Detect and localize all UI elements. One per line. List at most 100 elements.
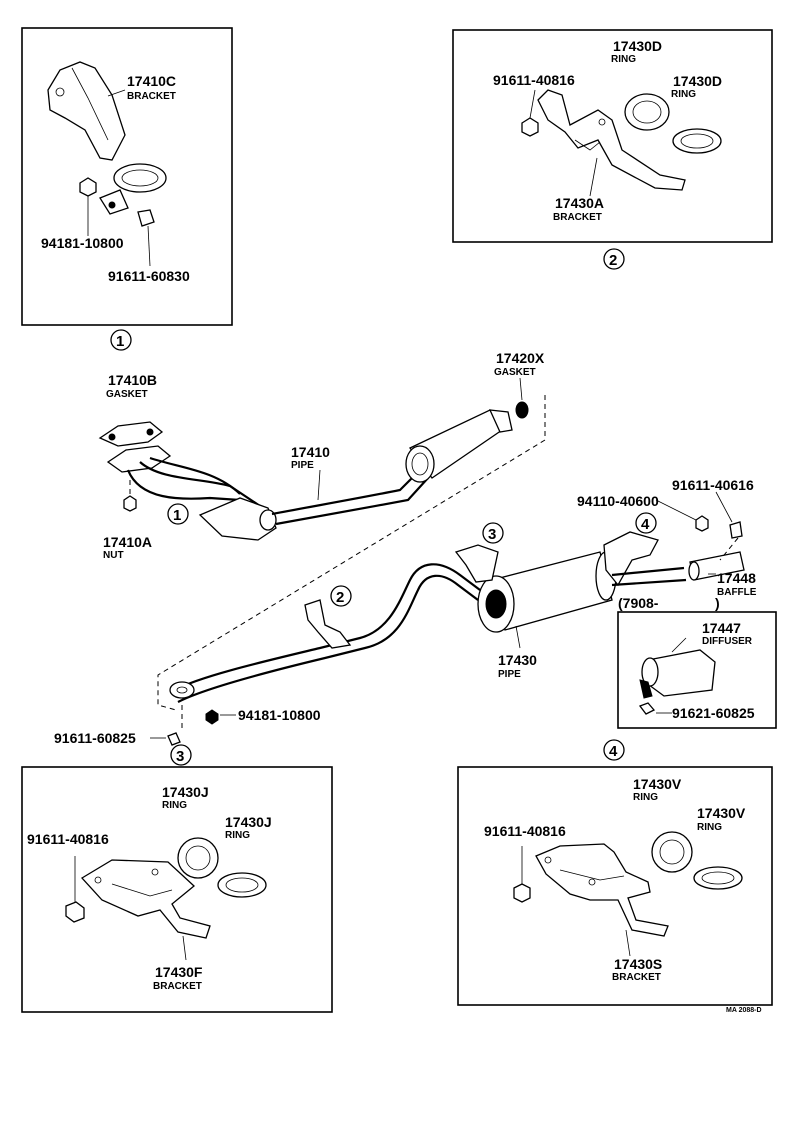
label-baffle: BAFFLE xyxy=(717,587,757,598)
svg-text:4: 4 xyxy=(609,743,618,760)
bolt-91611-40816-p3-shape xyxy=(65,901,85,923)
label-bracket-p4: BRACKET xyxy=(612,972,661,983)
connection-dashed-line xyxy=(157,395,546,711)
label-17410b: 17410B xyxy=(108,372,157,388)
label-17410: 17410 xyxy=(291,444,330,460)
ring-17430v-b-shape xyxy=(693,866,743,890)
bracket-17430a-shape xyxy=(537,89,686,191)
svg-text:4: 4 xyxy=(641,516,650,533)
label-ring-p4-2: RING xyxy=(697,822,722,833)
rear-pipe-flange-shape xyxy=(169,681,195,699)
gasket-17410b-shape xyxy=(98,421,164,447)
detail-panel-3: 91611-40816 17430J RING 17430J RING 1743… xyxy=(21,766,333,1013)
label-91611-40816-p4: 91611-40816 xyxy=(484,823,566,839)
nut-94110-shape xyxy=(695,515,709,532)
label-gasket-17410b: GASKET xyxy=(106,389,148,400)
label-diffuser: DIFFUSER xyxy=(702,636,753,647)
callout-2-main: 2 xyxy=(330,585,352,607)
label-17430v-2: 17430V xyxy=(697,805,746,821)
label-17430s: 17430S xyxy=(614,956,662,972)
panel-4-frame xyxy=(457,766,773,1006)
label-ring-2: RING xyxy=(671,89,696,100)
label-17430j-1: 17430J xyxy=(162,784,209,800)
label-17420x: 17420X xyxy=(496,350,545,366)
nut-94181-shape xyxy=(79,177,97,197)
bolt-91611-shape xyxy=(137,209,155,227)
label-17430a: 17430A xyxy=(555,195,604,211)
label-91611-40616: 91611-40616 xyxy=(672,477,754,493)
label-17430: 17430 xyxy=(498,652,537,668)
label-pipe-17430: PIPE xyxy=(498,669,521,680)
nut-17410a-shape xyxy=(123,495,137,512)
callout-1-main: 1 xyxy=(167,503,189,525)
footer-code: MA 2088-D xyxy=(726,1007,762,1014)
inset-diffuser: 17447 DIFFUSER 91621-60825 xyxy=(617,611,777,729)
panel-2-frame xyxy=(452,29,773,243)
bolt-91611-40816-p4-shape xyxy=(513,883,531,903)
label-91611-40816-p3: 91611-40816 xyxy=(27,831,109,847)
label-17410a: 17410A xyxy=(103,534,152,550)
svg-text:2: 2 xyxy=(336,589,344,606)
center-muffler-end xyxy=(405,445,435,483)
panel-3-frame xyxy=(21,766,333,1013)
label-17447: 17447 xyxy=(702,620,741,636)
label-pipe-17410: PIPE xyxy=(291,460,314,471)
bolt-91621-shape xyxy=(638,702,656,715)
callout-3-main: 3 xyxy=(482,522,504,544)
svg-text:3: 3 xyxy=(176,748,184,765)
label-gasket-17420x: GASKET xyxy=(494,367,536,378)
label-17448: 17448 xyxy=(717,570,756,586)
svg-text:3: 3 xyxy=(488,526,496,543)
svg-text:1: 1 xyxy=(116,333,124,350)
front-collector-shape xyxy=(198,497,277,541)
label-ring-p3-2: RING xyxy=(225,830,250,841)
label-17430d-1: 17430D xyxy=(613,38,662,54)
label-17430f: 17430F xyxy=(155,964,203,980)
label-17430v-1: 17430V xyxy=(633,776,682,792)
label-94181-10800-main: 94181-10800 xyxy=(238,707,321,723)
label-bracket-p2: BRACKET xyxy=(553,212,602,223)
ring-17430d-a-shape xyxy=(624,93,670,131)
hanger-4-shape xyxy=(603,531,659,587)
main-assembly: 17410B GASKET 17410A NUT 17410 PIPE 1742… xyxy=(54,350,757,746)
bolt-91611-40816-shape xyxy=(521,117,539,137)
label-nut: NUT xyxy=(103,550,124,561)
label-ring-p3-1: RING xyxy=(162,800,187,811)
label-ring-p4-1: RING xyxy=(633,792,658,803)
inset-frame xyxy=(617,611,777,729)
panel-1-frame xyxy=(21,27,233,326)
detail-panel-4: 4 91611-40816 17430V RING 17430V RING 17… xyxy=(457,739,773,1006)
label-17430j-2: 17430J xyxy=(225,814,272,830)
label-91611-60825: 91611-60825 xyxy=(54,730,136,746)
callout-3-bottom: 3 xyxy=(170,744,192,766)
label-91611-60830: 91611-60830 xyxy=(108,268,190,284)
svg-text:2: 2 xyxy=(609,252,617,269)
bolt-91611-60825-shape xyxy=(167,732,181,746)
gasket-17420x-shape xyxy=(515,401,529,419)
label-91621-60825: 91621-60825 xyxy=(672,705,755,721)
label-91611-40816-p2: 91611-40816 xyxy=(493,72,575,88)
hanger-3-shape xyxy=(454,544,499,583)
label-date-note: (7908- xyxy=(618,595,659,611)
bracket-17430f-shape xyxy=(80,859,211,939)
front-pipe-flange-shape xyxy=(106,445,172,473)
detail-panel-2: 91611-40816 17430D RING 17430D RING 1743… xyxy=(452,29,773,243)
label-ring-1: RING xyxy=(611,54,636,65)
bolt-91611-40616-shape xyxy=(729,521,743,539)
ring-17430v-a-shape xyxy=(651,831,693,873)
callout-4-main: 4 xyxy=(635,512,657,534)
label-94181-10800: 94181-10800 xyxy=(41,235,124,251)
svg-text:1: 1 xyxy=(173,507,181,524)
clamp-band-shape xyxy=(113,163,167,193)
callout-2-panel: 2 xyxy=(603,248,625,270)
ring-17430j-a-shape xyxy=(177,837,219,879)
bracket-17410c-shape xyxy=(47,61,126,161)
hanger-2-shape xyxy=(304,599,352,649)
label-17410c: 17410C xyxy=(127,73,176,89)
label-date-note-close: ) xyxy=(715,595,720,611)
nut-94181-bottom-shape xyxy=(205,709,219,725)
ring-17430d-b-shape xyxy=(672,128,722,154)
detail-panel-1: 17410C BRACKET 94181-10800 91611-60830 xyxy=(21,27,233,326)
ring-17430j-b-shape xyxy=(217,872,267,898)
